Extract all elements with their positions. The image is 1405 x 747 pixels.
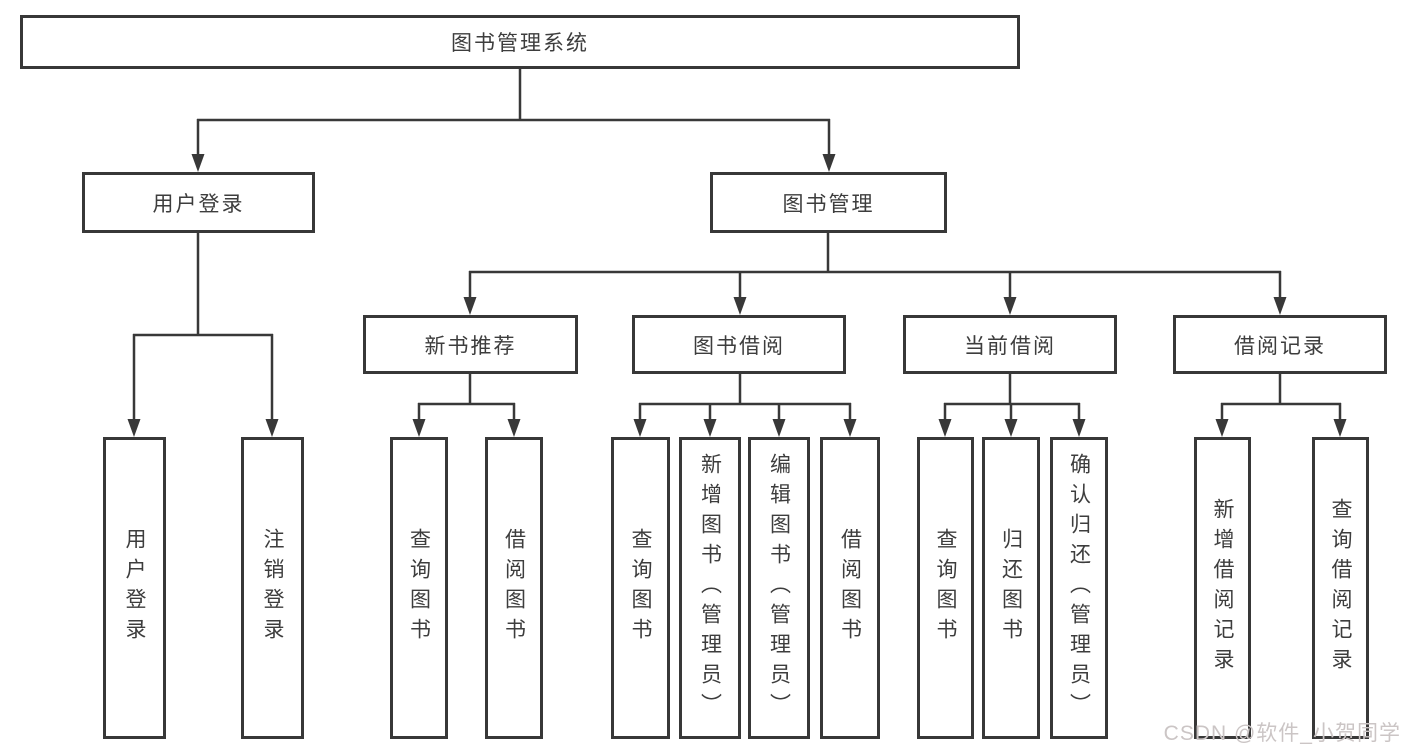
connector-userlogin-to-leaves bbox=[132, 233, 274, 421]
leaf-borrow-books-recommend: 借阅图书 bbox=[485, 437, 543, 739]
leaf-return-books-label: 归还图书 bbox=[999, 528, 1023, 648]
leaf-query-borrow-record-label: 查询借阅记录 bbox=[1329, 498, 1352, 678]
connector-borrow-to-leaves bbox=[638, 374, 852, 421]
leaf-logout-label: 注销登录 bbox=[261, 528, 284, 648]
connector-records-to-leaves bbox=[1220, 374, 1342, 421]
node-root: 图书管理系统 bbox=[20, 15, 1020, 69]
leaf-query-books-borrow: 查询图书 bbox=[611, 437, 670, 739]
leaf-borrow-books: 借阅图书 bbox=[820, 437, 880, 739]
connector-bookmgmt-to-level3 bbox=[468, 233, 1282, 299]
leaf-query-books-current-label: 查询图书 bbox=[934, 528, 957, 648]
node-new-book-recommend: 新书推荐 bbox=[363, 315, 578, 374]
leaf-confirm-return-admin-label: 确认归还（管理员） bbox=[1067, 453, 1091, 723]
node-book-borrow: 图书借阅 bbox=[632, 315, 846, 374]
node-user-login: 用户登录 bbox=[82, 172, 315, 233]
leaf-add-borrow-record: 新增借阅记录 bbox=[1194, 437, 1251, 739]
arrowheads bbox=[127, 154, 1347, 437]
leaf-query-books-current: 查询图书 bbox=[917, 437, 974, 739]
connector-root-to-level2 bbox=[196, 68, 831, 156]
leaf-query-borrow-record: 查询借阅记录 bbox=[1312, 437, 1369, 739]
leaf-confirm-return-admin: 确认归还（管理员） bbox=[1050, 437, 1108, 739]
leaf-query-books-recommend: 查询图书 bbox=[390, 437, 448, 739]
leaf-borrow-books-label: 借阅图书 bbox=[838, 528, 862, 648]
leaf-edit-book-admin-label: 编辑图书（管理员） bbox=[767, 453, 791, 723]
leaf-logout: 注销登录 bbox=[241, 437, 304, 739]
node-current-borrow: 当前借阅 bbox=[903, 315, 1117, 374]
leaf-return-books: 归还图书 bbox=[982, 437, 1040, 739]
leaf-borrow-books-recommend-label: 借阅图书 bbox=[502, 528, 526, 648]
leaf-add-book-admin-label: 新增图书（管理员） bbox=[698, 453, 722, 723]
watermark: CSDN @软件_小贺同学 bbox=[1163, 722, 1401, 745]
leaf-query-books-borrow-label: 查询图书 bbox=[629, 528, 652, 648]
leaf-add-borrow-record-label: 新增借阅记录 bbox=[1211, 498, 1234, 678]
node-borrow-records: 借阅记录 bbox=[1173, 315, 1387, 374]
node-book-management: 图书管理 bbox=[710, 172, 947, 233]
leaf-user-login-label: 用户登录 bbox=[123, 528, 146, 648]
leaf-add-book-admin: 新增图书（管理员） bbox=[679, 437, 741, 739]
connector-current-to-leaves bbox=[943, 374, 1081, 421]
leaf-query-books-recommend-label: 查询图书 bbox=[407, 528, 431, 648]
leaf-edit-book-admin: 编辑图书（管理员） bbox=[748, 437, 810, 739]
leaf-user-login: 用户登录 bbox=[103, 437, 166, 739]
connector-newrec-to-leaves bbox=[417, 374, 516, 421]
